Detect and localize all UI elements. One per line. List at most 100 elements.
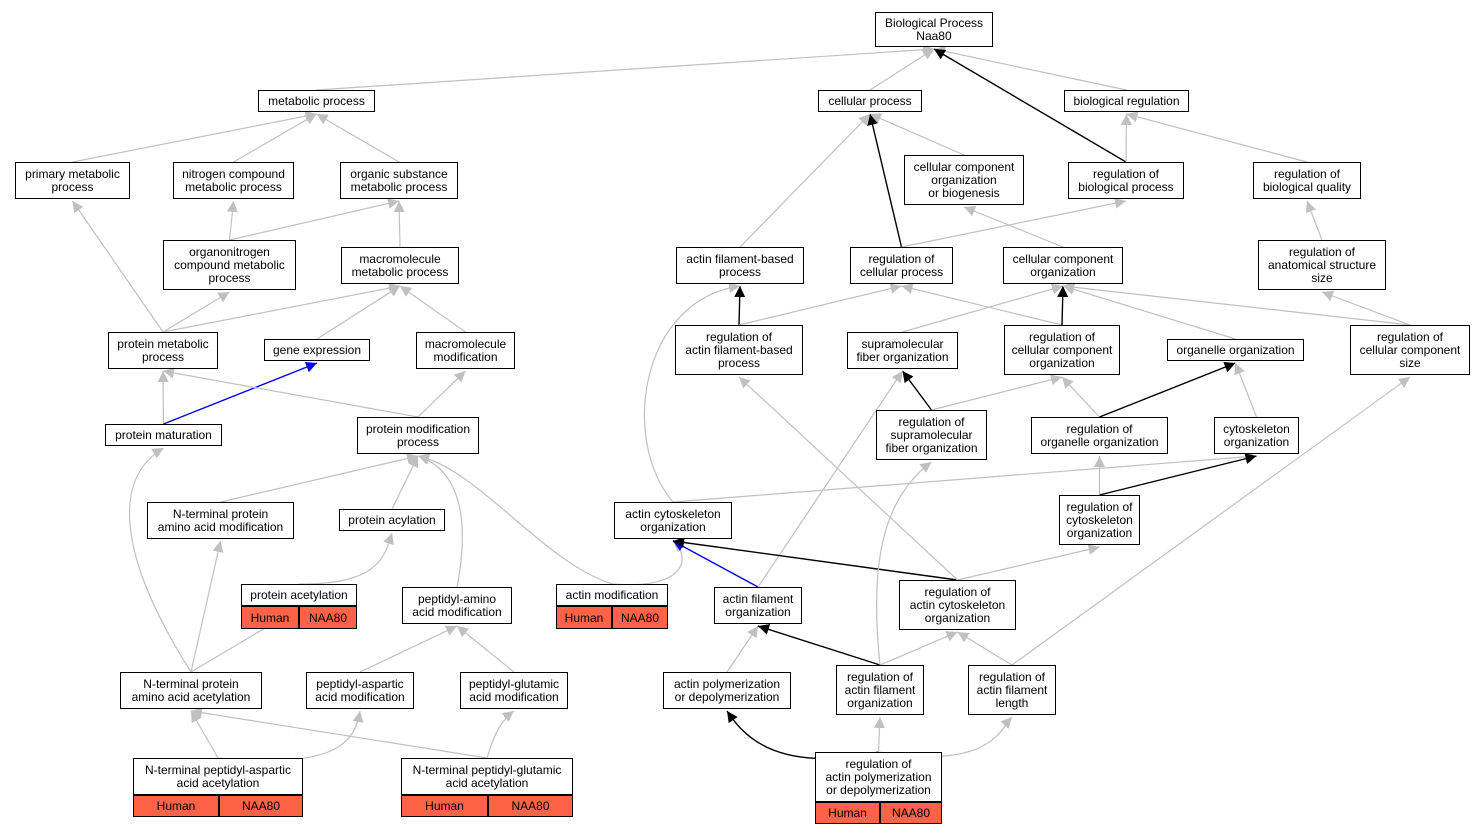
node-regulation-of-organelle-organization[interactable]: regulation of organelle organization [1031, 417, 1168, 454]
node-metabolic-process[interactable]: metabolic process [258, 90, 375, 112]
edge-regccsize-to-reganat [1321, 290, 1411, 326]
edge-regccsize-to-cco [1062, 281, 1411, 326]
node-protein-metabolic-process[interactable]: protein metabolic process [108, 332, 218, 369]
node-organic-substance-metabolic-process[interactable]: organic substance metabolic process [340, 162, 458, 199]
edge-regactinpoly-to-regactinlen [878, 716, 1013, 758]
node-biological-regulation[interactable]: biological regulation [1064, 90, 1189, 112]
annotation-species-actin-modification: Human [556, 606, 612, 629]
node-actin-filament-based-process[interactable]: actin filament-based process [676, 247, 804, 284]
node-protein-acetylation[interactable]: protein acetylation [241, 584, 357, 606]
edge-regcyto-to-cytoorg [1099, 453, 1257, 496]
edge-regbio-to-bp [933, 48, 1127, 163]
node-n-terminal-peptidyl-glutamic-acid-acetylation[interactable]: N-terminal peptidyl-glutamic acid acetyl… [401, 758, 573, 795]
edge-regactinlen-to-regactincyto [957, 631, 1013, 666]
edge-glutamic-to-peptidylamino [456, 625, 515, 673]
node-macromolecule-metabolic-process[interactable]: macromolecule metabolic process [341, 247, 459, 284]
edge-protmet-to-macromet [162, 282, 401, 333]
edge-regactincyto-to-actincyto [672, 537, 958, 581]
node-primary-metabolic-process[interactable]: primary metabolic process [15, 162, 130, 199]
edge-actinpoly-to-actinfil [726, 625, 759, 673]
node-regulation-of-biological-quality[interactable]: regulation of biological quality [1253, 162, 1361, 199]
node-regulation-of-anatomical-structure-size[interactable]: regulation of anatomical structure size [1258, 240, 1386, 290]
node-actin-filament-organization[interactable]: actin filament organization [714, 587, 802, 624]
edge-regcco-to-cco [1057, 285, 1069, 326]
edge-regactinlen-to-regccsize [1011, 376, 1411, 666]
node-supramolecular-fiber-organization[interactable]: supramolecular fiber organization [847, 332, 958, 369]
node-gene-expression[interactable]: gene expression [264, 339, 370, 361]
edge-regsupra-to-supra [901, 370, 933, 411]
edge-regactincyto-to-regcyto [957, 544, 1100, 581]
annotation-gene-n-terminal-peptidyl-aspartic: NAA80 [219, 795, 303, 817]
edge-regactinfil-to-regactincyto [879, 631, 958, 666]
node-regulation-of-actin-filament-length[interactable]: regulation of actin filament length [968, 665, 1056, 715]
node-n-terminal-protein-amino-acid-acetylation[interactable]: N-terminal protein amino acid acetylatio… [120, 672, 262, 709]
edge-regactinfil-to-regsupra [875, 461, 932, 666]
node-actin-cytoskeleton-organization[interactable]: actin cytoskeleton organization [614, 502, 732, 539]
node-regulation-of-actin-filament-organization[interactable]: regulation of actin filament organizatio… [836, 665, 924, 715]
edge-ntermacet-to-ntermmod [190, 540, 224, 673]
node-organelle-organization[interactable]: organelle organization [1167, 339, 1304, 361]
node-n-terminal-peptidyl-aspartic-acid-acetylation[interactable]: N-terminal peptidyl-aspartic acid acetyl… [133, 758, 303, 795]
edge-protmet-to-orgnitro [162, 291, 230, 333]
edge-protacet-to-protacyl [298, 532, 394, 585]
node-regulation-of-biological-process[interactable]: regulation of biological process [1068, 162, 1184, 199]
node-cytoskeleton-organization[interactable]: cytoskeleton organization [1214, 417, 1299, 454]
edge-protmat-to-protmet [157, 370, 169, 425]
edge-ntermglu-to-glutamic [486, 710, 515, 759]
node-n-terminal-protein-amino-acid-modification[interactable]: N-terminal protein amino acid modificati… [147, 502, 294, 539]
node-protein-acylation[interactable]: protein acylation [339, 509, 445, 531]
node-actin-polymerization-or-depolymerization[interactable]: actin polymerization or depolymerization [663, 672, 791, 709]
node-macromolecule-modification[interactable]: macromolecule modification [416, 332, 515, 369]
node-biological-process-root[interactable]: Biological Process Naa80 [875, 12, 993, 47]
edge-actinfil-to-supra [757, 370, 903, 588]
edge-primary-to-metabolic [72, 110, 317, 163]
node-peptidyl-amino-acid-modification[interactable]: peptidyl-amino acid modification [402, 587, 512, 624]
edge-protacyl-to-protmod [391, 455, 419, 510]
node-regulation-of-actin-polymerization-or-depolymerization[interactable]: regulation of actin polymerization or de… [815, 752, 942, 802]
annotation-species-regulation-of-actin-polymerization: Human [815, 802, 880, 824]
edge-regafb-to-actinbased [734, 285, 746, 326]
node-regulation-of-cellular-component-organization[interactable]: regulation of cellular component organiz… [1004, 325, 1120, 375]
node-regulation-of-cellular-process[interactable]: regulation of cellular process [850, 247, 953, 284]
edge-cytoorg-to-organelle [1234, 362, 1258, 418]
edge-regactinfil-to-actinfil [757, 624, 881, 666]
node-nitrogen-compound-metabolic-process[interactable]: nitrogen compound metabolic process [173, 162, 294, 199]
node-protein-modification-process[interactable]: protein modification process [357, 417, 479, 454]
edge-actinbased-to-cellular [739, 113, 871, 248]
node-actin-modification[interactable]: actin modification [556, 584, 668, 606]
node-regulation-of-cytoskeleton-organization[interactable]: regulation of cytoskeleton organization [1059, 495, 1140, 545]
edge-actinmod-to-protmod [417, 453, 613, 585]
edge-protmat-to-geneexp [163, 361, 318, 425]
node-regulation-of-supramolecular-fiber-organization[interactable]: regulation of supramolecular fiber organ… [876, 410, 987, 460]
node-regulation-of-cellular-component-size[interactable]: regulation of cellular component size [1350, 325, 1470, 375]
edge-protmod-to-protmet [162, 367, 419, 418]
edge-nitrogen-to-metabolic [233, 113, 317, 163]
annotation-gene-n-terminal-peptidyl-glutamic: NAA80 [488, 795, 573, 817]
edge-orgnitro-to-nitrogen [226, 200, 238, 241]
node-cellular-component-organization-or-biogenesis[interactable]: cellular component organization or bioge… [904, 155, 1024, 205]
annotation-gene-regulation-of-actin-polymerization: NAA80 [880, 802, 942, 824]
node-cellular-component-organization[interactable]: cellular component organization [1003, 247, 1123, 284]
node-regulation-of-actin-cytoskeleton-organization[interactable]: regulation of actin cytoskeleton organiz… [899, 580, 1016, 630]
node-protein-maturation[interactable]: protein maturation [105, 424, 222, 446]
node-regulation-of-actin-filament-based-process[interactable]: regulation of actin filament-based proce… [675, 325, 803, 375]
node-peptidyl-glutamic-acid-modification[interactable]: peptidyl-glutamic acid modification [460, 672, 568, 709]
edge-regqual-to-bioreg [1126, 111, 1308, 163]
node-organonitrogen-compound-metabolic-process[interactable]: organonitrogen compound metabolic proces… [163, 240, 296, 290]
annotation-gene-protein-acetylation: NAA80 [299, 606, 357, 629]
edge-metabolic-to-bp [316, 44, 935, 91]
node-peptidyl-aspartic-acid-modification[interactable]: peptidyl-aspartic acid modification [306, 672, 414, 709]
edge-regactinpoly-to-regactinfil [874, 716, 886, 753]
edge-geneexp-to-macromet [316, 285, 401, 340]
edge-macromet-to-organic [393, 200, 405, 248]
edge-regafb-to-regcell [738, 283, 902, 326]
edge-organelle-to-cco [1062, 283, 1236, 340]
node-cellular-process[interactable]: cellular process [818, 90, 922, 112]
edges-layer [72, 44, 1411, 762]
edge-cellular-to-bp [869, 48, 935, 91]
edge-regbio-to-bioreg [1120, 113, 1132, 163]
edge-regcell-to-regbio [901, 197, 1127, 248]
edge-protmod-to-macromod [417, 370, 466, 418]
edge-regorg-to-organelle [1099, 361, 1236, 418]
